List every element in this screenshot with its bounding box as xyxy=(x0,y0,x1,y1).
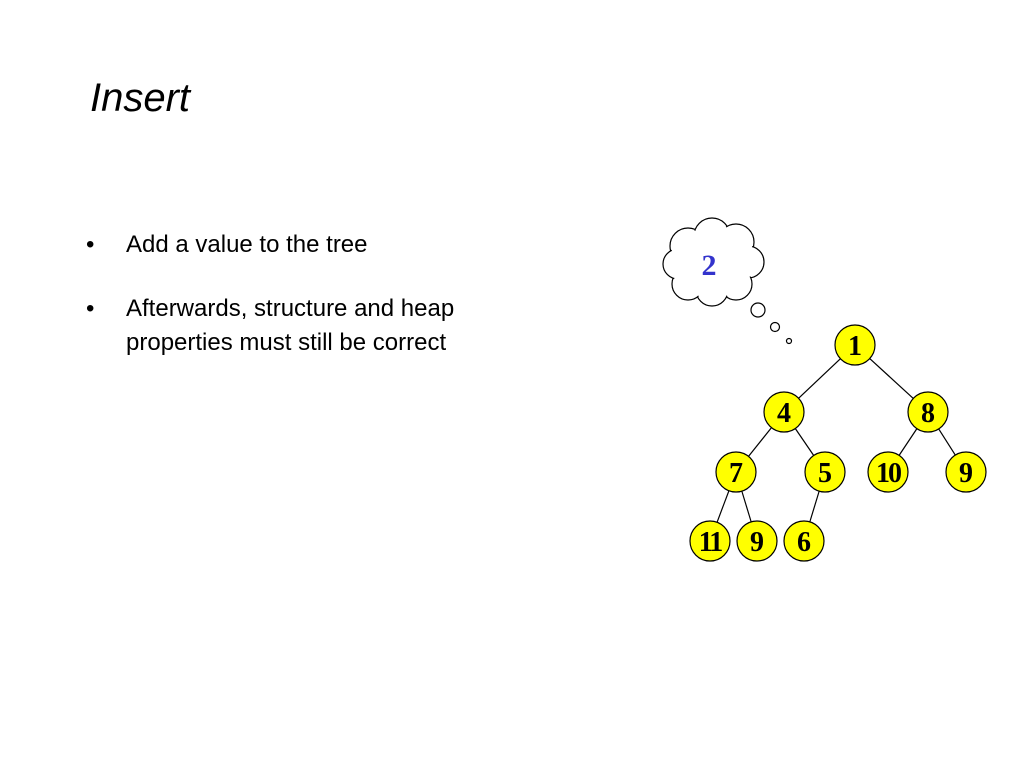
tree-edge xyxy=(938,428,956,456)
tree-edges xyxy=(716,358,956,523)
tree-edge xyxy=(898,428,918,456)
tree-node-label: 9 xyxy=(959,458,973,489)
tree-node-circle xyxy=(689,520,731,562)
tree-node: 5 xyxy=(804,451,846,493)
tree-node-circle xyxy=(834,324,876,366)
thought-value: 2 xyxy=(702,249,717,282)
tree-node-circle xyxy=(907,391,949,433)
tree-node-label: 6 xyxy=(797,527,811,558)
tree-edge xyxy=(794,428,815,456)
bullet-list: • Add a value to the tree • Afterwards, … xyxy=(86,228,546,390)
tree-node: 11 xyxy=(689,520,731,562)
bullet-text: Add a value to the tree xyxy=(126,231,368,258)
tree-edge xyxy=(798,358,841,399)
tree-node: 8 xyxy=(907,391,949,433)
tree-node-label: 4 xyxy=(777,398,791,429)
tree-edge xyxy=(716,490,730,523)
tree-node-label: 5 xyxy=(818,458,832,489)
tree-node-label: 7 xyxy=(729,458,743,489)
tree-nodes: 1 4 8 7 5 10 9 11 9 6 xyxy=(689,324,987,562)
tree-node: 6 xyxy=(783,520,825,562)
thought-bubble-large xyxy=(750,302,766,318)
tree-edge xyxy=(748,427,772,457)
tree-node: 9 xyxy=(736,520,778,562)
bullet-marker: • xyxy=(86,231,95,258)
tree-node-circle xyxy=(736,520,778,562)
bullet-marker: • xyxy=(86,295,95,322)
cloud-fill xyxy=(664,219,763,305)
tree-node-label: 1 xyxy=(848,331,862,362)
thought-cloud: 2 xyxy=(662,217,793,345)
tree-node-label: 10 xyxy=(876,458,901,489)
tree-edge xyxy=(809,490,820,523)
bullet-item: • Add a value to the tree xyxy=(86,228,546,262)
tree-node: 7 xyxy=(715,451,757,493)
tree-node: 9 xyxy=(945,451,987,493)
thought-bubble-small xyxy=(785,337,793,345)
tree-edge xyxy=(741,490,752,523)
tree-node-circle xyxy=(783,520,825,562)
tree-node-circle xyxy=(715,451,757,493)
tree-node-label: 11 xyxy=(699,527,722,558)
tree-edge xyxy=(869,358,914,399)
tree-node: 1 xyxy=(834,324,876,366)
thought-bubble-medium xyxy=(769,321,781,333)
slide-title: Insert xyxy=(90,76,191,120)
tree-node-circle xyxy=(763,391,805,433)
tree-node-label: 9 xyxy=(750,527,764,558)
bullet-item: • Afterwards, structure and heap propert… xyxy=(86,292,546,360)
tree-node: 10 xyxy=(867,451,909,493)
tree-node: 4 xyxy=(763,391,805,433)
tree-node-label: 8 xyxy=(921,398,935,429)
tree-node-circle xyxy=(804,451,846,493)
tree-node-circle xyxy=(945,451,987,493)
tree-node-circle xyxy=(867,451,909,493)
bullet-text: Afterwards, structure and heap propertie… xyxy=(126,295,455,356)
